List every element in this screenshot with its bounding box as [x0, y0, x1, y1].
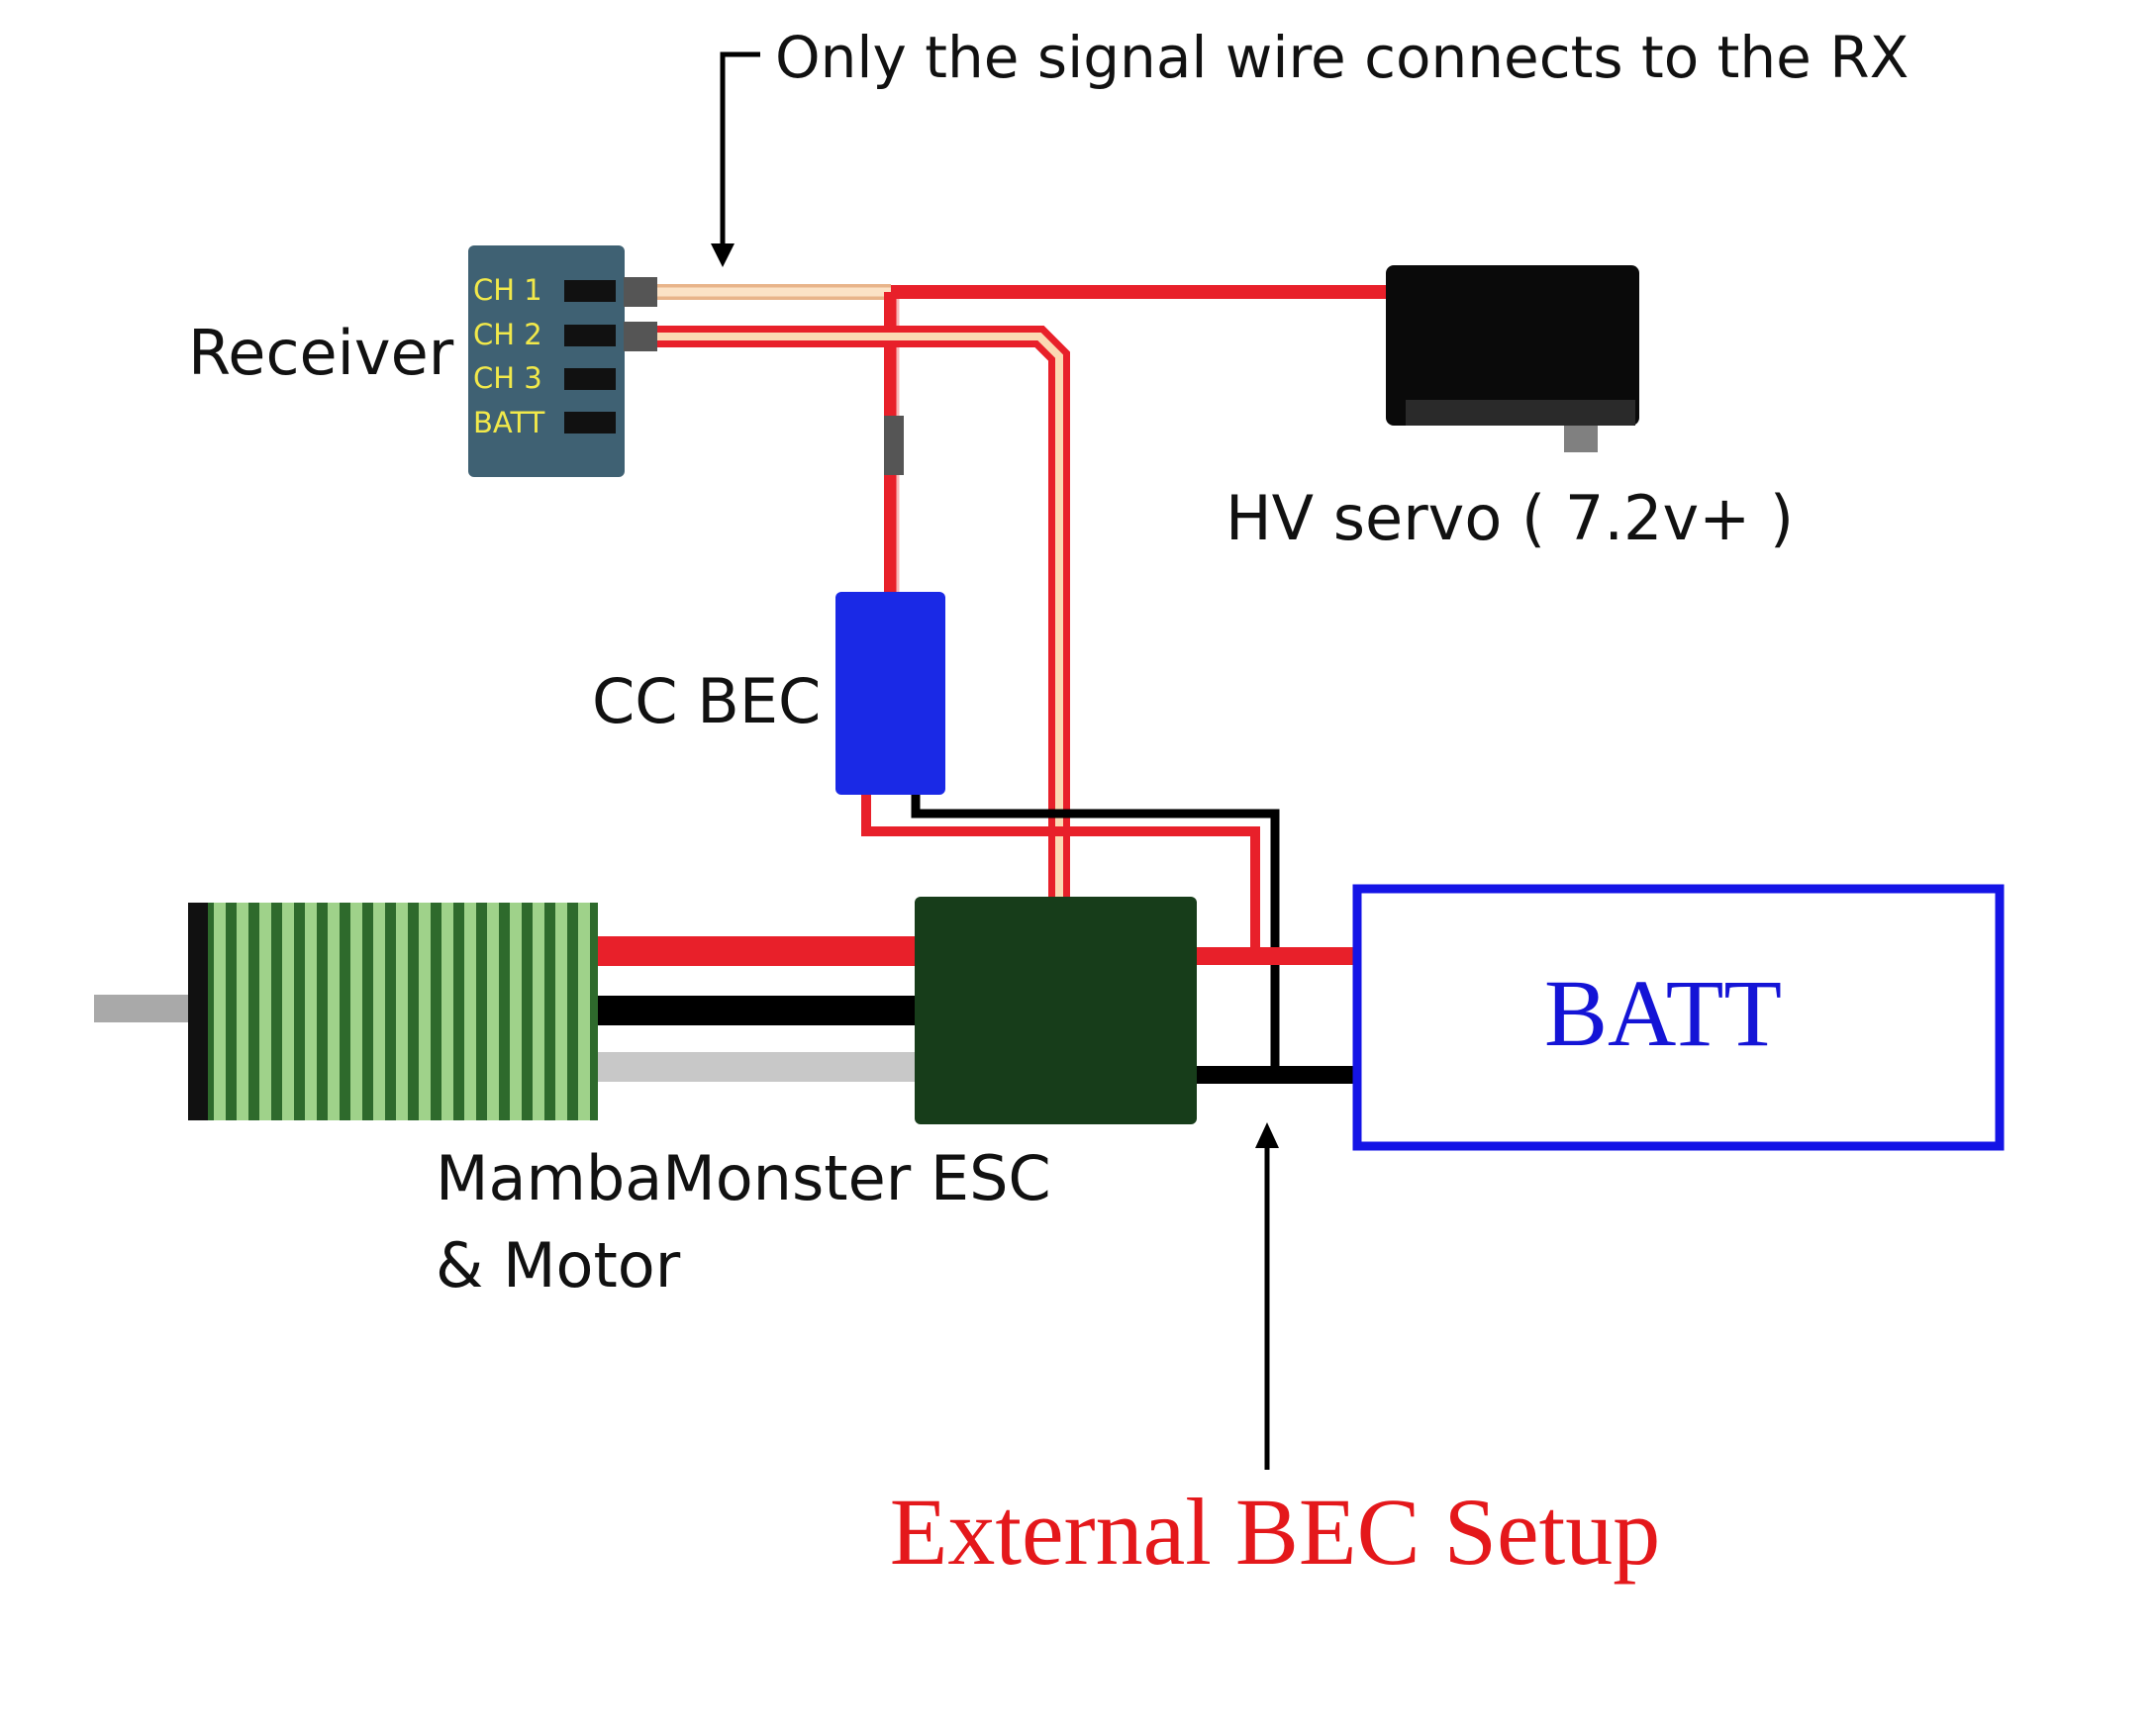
- esc-signal-wire: [653, 326, 1070, 903]
- esc-label-line2: & Motor: [436, 1229, 681, 1301]
- motor-stripe: [282, 903, 294, 1120]
- motor-shaft: [94, 995, 193, 1022]
- caption: External BEC Setup: [890, 1479, 1661, 1585]
- motor-stripe: [487, 903, 499, 1120]
- motor-stripe: [373, 903, 385, 1120]
- servo-power-wire: [884, 285, 1386, 594]
- motor-stripe: [396, 903, 408, 1120]
- motor-stripe: [441, 903, 453, 1120]
- motor-stripe: [259, 903, 271, 1120]
- motor-stripe: [464, 903, 476, 1120]
- esc-label-line1: MambaMonster ESC: [436, 1142, 1051, 1214]
- battery-wires: [1193, 947, 1356, 1084]
- motor-stripe: [419, 903, 431, 1120]
- battery: [1352, 884, 2005, 1151]
- receiver-label: Receiver: [188, 317, 454, 389]
- battery-label: BATT: [1544, 960, 1782, 1066]
- motor: [94, 903, 598, 1120]
- receiver-pin-batt: BATT: [473, 406, 545, 439]
- motor-phase-wires: [594, 936, 921, 1082]
- top-annotation-arrow: [711, 51, 760, 267]
- motor-stripe: [350, 903, 362, 1120]
- motor-stripe: [510, 903, 522, 1120]
- motor-stripes: [214, 903, 590, 1120]
- cc-bec: [835, 592, 945, 795]
- arrow-head-down-icon: [711, 243, 735, 267]
- motor-stripe: [328, 903, 340, 1120]
- motor-stripe: [578, 903, 590, 1120]
- servo-label: HV servo ( 7.2v+ ): [1225, 482, 1794, 554]
- bec-label: CC BEC: [592, 665, 821, 737]
- motor-stripe: [305, 903, 317, 1120]
- receiver-pins: [564, 277, 657, 434]
- receiver-pin-ch2: CH 2: [473, 318, 542, 351]
- motor-stripe: [237, 903, 248, 1120]
- receiver: CH 1 CH 2 CH 3 BATT: [468, 245, 657, 477]
- esc: [915, 897, 1197, 1124]
- bec-output-wires: [861, 792, 1280, 1074]
- arrow-head-up-icon: [1255, 1122, 1279, 1148]
- hv-servo: [1386, 265, 1639, 452]
- receiver-pin-ch1: CH 1: [473, 273, 542, 307]
- motor-stripe: [214, 903, 226, 1120]
- bottom-annotation-arrow: [1255, 1122, 1279, 1470]
- motor-stripe: [555, 903, 567, 1120]
- annotation-top: Only the signal wire connects to the RX: [775, 24, 1909, 91]
- motor-stripe: [533, 903, 544, 1120]
- receiver-pin-ch3: CH 3: [473, 361, 542, 395]
